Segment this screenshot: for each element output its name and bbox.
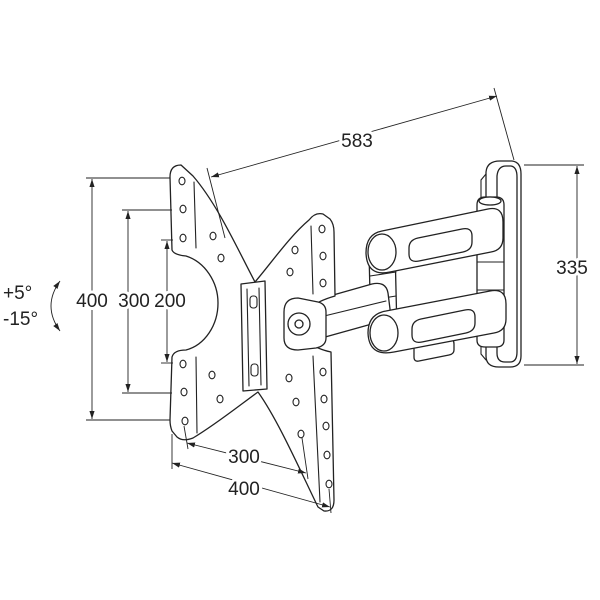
- middle-arm-ridge: [315, 300, 387, 319]
- upper-arm: [365, 207, 504, 274]
- dimension-right: 335: [524, 164, 591, 366]
- dimension-left-outer: [86, 177, 170, 421]
- mount-hole: [179, 359, 187, 369]
- mount-hole: [323, 450, 331, 460]
- mount-hole: [320, 394, 328, 404]
- dimension-left-middle: [122, 209, 172, 394]
- lower-arm-knob: [369, 314, 399, 352]
- tilt-down-label: -15°: [3, 309, 38, 330]
- tv-plate-strip-edges: [193, 181, 321, 503]
- wall-hinge-cap: [478, 196, 502, 206]
- mount-hole: [178, 176, 186, 186]
- extension-line: [206, 167, 226, 239]
- dimension-label-left-middle: 300: [118, 291, 150, 312]
- center-bar-edges: [246, 287, 262, 387]
- mount-hole: [325, 479, 333, 489]
- mount-hole: [217, 253, 225, 263]
- center-bar-slot: [249, 295, 258, 309]
- mount-hole: [209, 231, 217, 241]
- extension-line: [493, 87, 515, 161]
- mount-hole: [318, 224, 326, 234]
- mount-hole: [285, 373, 293, 383]
- mount-hole: [216, 394, 224, 404]
- dimension-label-right: 335: [556, 258, 588, 279]
- mount-hole: [297, 429, 305, 439]
- lower-arm: [367, 289, 507, 362]
- tilt-head: [283, 297, 327, 351]
- tv-plate: [169, 164, 336, 512]
- tilt-arrow-icon: [50, 280, 61, 332]
- mount-hole: [181, 416, 189, 426]
- mount-hole: [179, 204, 187, 214]
- mount-hole: [319, 367, 327, 377]
- upper-arm-slot: [408, 228, 473, 262]
- dimension-label-left-inner: 200: [154, 291, 186, 312]
- tilt-up-label: +5°: [3, 283, 32, 304]
- mount-hole: [208, 370, 216, 380]
- mount-hole: [319, 251, 327, 261]
- dimension-label-bottom-inner: 300: [228, 447, 260, 468]
- tilt-range: +5° -15°: [0, 280, 61, 333]
- mount-hole: [291, 245, 299, 255]
- mount-hole: [286, 267, 294, 277]
- upper-arm-knob: [367, 233, 397, 271]
- wall-hinge-bands: [476, 261, 505, 291]
- dimension-label-bottom-outer: 400: [228, 479, 260, 500]
- center-bar-slot: [250, 363, 259, 377]
- mount-hole: [292, 397, 300, 407]
- lower-arm-slot: [411, 309, 476, 343]
- dimension-label-top: 583: [341, 131, 373, 152]
- dimension-line: [171, 462, 331, 508]
- mount-hole: [322, 421, 330, 431]
- mount-hole: [179, 233, 187, 243]
- mount-hole: [180, 387, 188, 397]
- dimension-label-left-outer: 400: [76, 291, 108, 312]
- dimension-line: [210, 95, 498, 178]
- dimension-left-inner: [161, 239, 173, 364]
- dimension-top: 583: [206, 87, 515, 239]
- mount-hole: [319, 278, 327, 288]
- center-bar: [240, 280, 268, 392]
- dimension-bottom-outer: 400: [171, 434, 332, 514]
- tilt-knob-center: [294, 319, 304, 329]
